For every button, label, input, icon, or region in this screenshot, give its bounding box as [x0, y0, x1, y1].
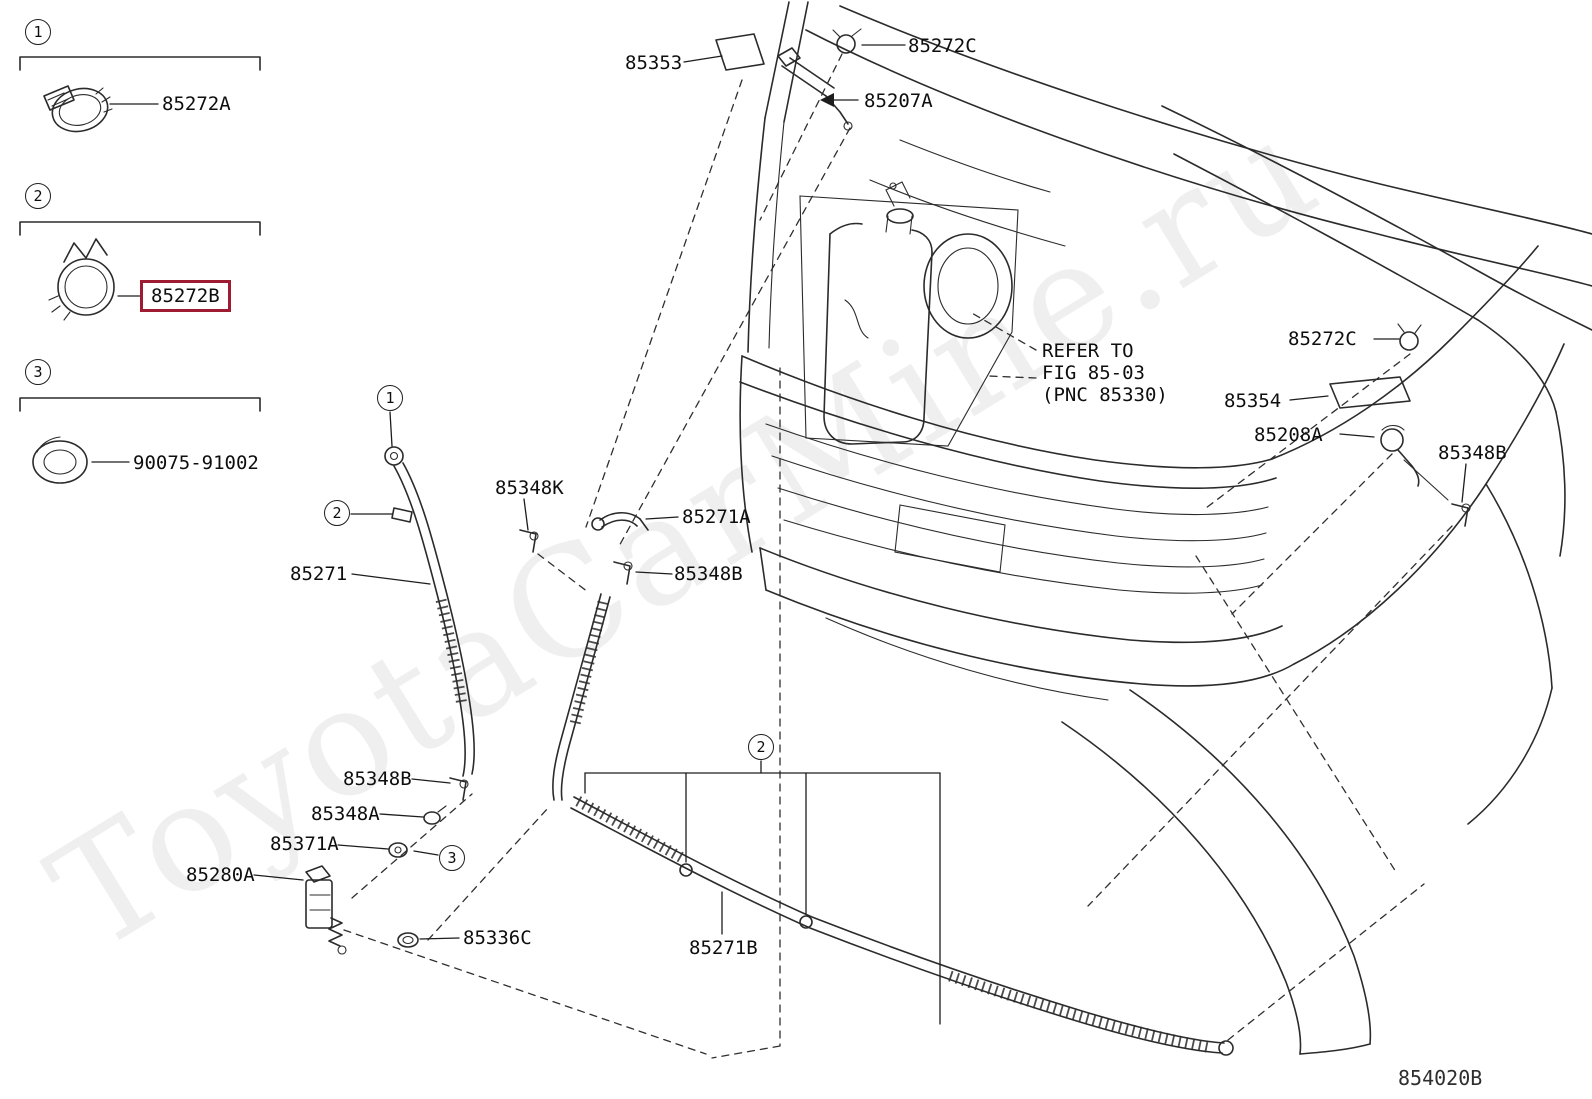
- part-label-85348b-low[interactable]: 85348B: [343, 768, 412, 790]
- clamp-85272c-top: [832, 28, 862, 54]
- part-label-85272c-top[interactable]: 85272C: [908, 35, 977, 57]
- nozzle-85208a: [1380, 424, 1449, 501]
- elbow-85348k: [519, 529, 539, 553]
- legend-brackets: [19, 56, 261, 412]
- elbow-85348b-mid: [613, 561, 633, 585]
- diagram-marker-1: 1: [377, 385, 403, 411]
- bumper-right-corner-group: [1061, 245, 1566, 1055]
- part-label-85207a[interactable]: 85207A: [864, 90, 933, 112]
- part-label-85348b-mid[interactable]: 85348B: [674, 563, 743, 585]
- cover-85353: [715, 33, 765, 71]
- refer-note-line1: REFER TO: [1042, 340, 1134, 362]
- arrowhead-85207a: [820, 93, 834, 107]
- actuator-85280a: [305, 865, 347, 955]
- diagram-marker-2b: 2: [748, 734, 774, 760]
- part-label-85280a[interactable]: 85280A: [186, 864, 255, 886]
- grille-bumper-group: [739, 355, 1295, 701]
- fitting-85348a: [423, 805, 447, 825]
- part-label-85354[interactable]: 85354: [1224, 390, 1282, 412]
- watermark: ToyotaCarMine.ru: [23, 82, 1347, 986]
- hose-85271a-part: [591, 511, 649, 531]
- part-label-85271a[interactable]: 85271A: [682, 506, 751, 528]
- headlamp-right-lines: [1161, 105, 1592, 413]
- part-label-85336c[interactable]: 85336C: [463, 927, 532, 949]
- clamp-85272b-drawing: [48, 238, 115, 321]
- diagram-marker-3: 3: [439, 845, 465, 871]
- part-label-85371a[interactable]: 85371A: [270, 833, 339, 855]
- bracket-85271b: [584, 760, 941, 1025]
- grommet-90075-drawing: [32, 436, 88, 484]
- hose-85271b: [570, 796, 1234, 1056]
- part-label-85208a[interactable]: 85208A: [1254, 424, 1323, 446]
- fitting-85371a: [388, 842, 408, 858]
- diagram-marker-2: 2: [324, 500, 350, 526]
- watermark-text: ToyotaCarMine.ru: [23, 82, 1347, 986]
- legend-marker-1: 1: [25, 19, 51, 45]
- dashed-lines: [343, 53, 1453, 1059]
- refer-note-line3: (PNC 85330): [1042, 384, 1168, 406]
- elbow-85348b-low: [449, 777, 469, 801]
- refer-note-line2: FIG 85-03: [1042, 362, 1145, 384]
- part-label-85348b-right[interactable]: 85348B: [1438, 442, 1507, 464]
- legend-marker-2: 2: [25, 183, 51, 209]
- legend-part-90075-91002[interactable]: 90075-91002: [133, 452, 259, 474]
- part-label-85272c-right[interactable]: 85272C: [1288, 328, 1357, 350]
- car-hood-lines: [747, 1, 1592, 353]
- washer-reservoir-group: [799, 181, 1019, 447]
- part-label-85353[interactable]: 85353: [625, 52, 683, 74]
- legend-part-85272b-highlighted[interactable]: 85272B: [140, 280, 231, 312]
- leader-lines: [91, 44, 1467, 940]
- hose-85271: [384, 446, 476, 777]
- cover-85354: [1329, 376, 1411, 409]
- hose-center: [552, 593, 611, 801]
- part-label-85348a[interactable]: 85348A: [311, 803, 380, 825]
- legend-part-85272a[interactable]: 85272A: [162, 93, 231, 115]
- part-label-85271b[interactable]: 85271B: [689, 937, 758, 959]
- legend-marker-3: 3: [25, 359, 51, 385]
- part-label-85271[interactable]: 85271: [290, 563, 348, 585]
- part-label-85348k[interactable]: 85348K: [495, 477, 564, 499]
- nozzle-85207a: [777, 47, 853, 131]
- figure-code: 854020B: [1398, 1066, 1483, 1090]
- grommet-85336c: [397, 932, 419, 948]
- elbow-85348b-right: [1451, 503, 1471, 527]
- clamp-85272c-right: [1397, 323, 1422, 351]
- clamp-85272a-drawing: [43, 85, 113, 133]
